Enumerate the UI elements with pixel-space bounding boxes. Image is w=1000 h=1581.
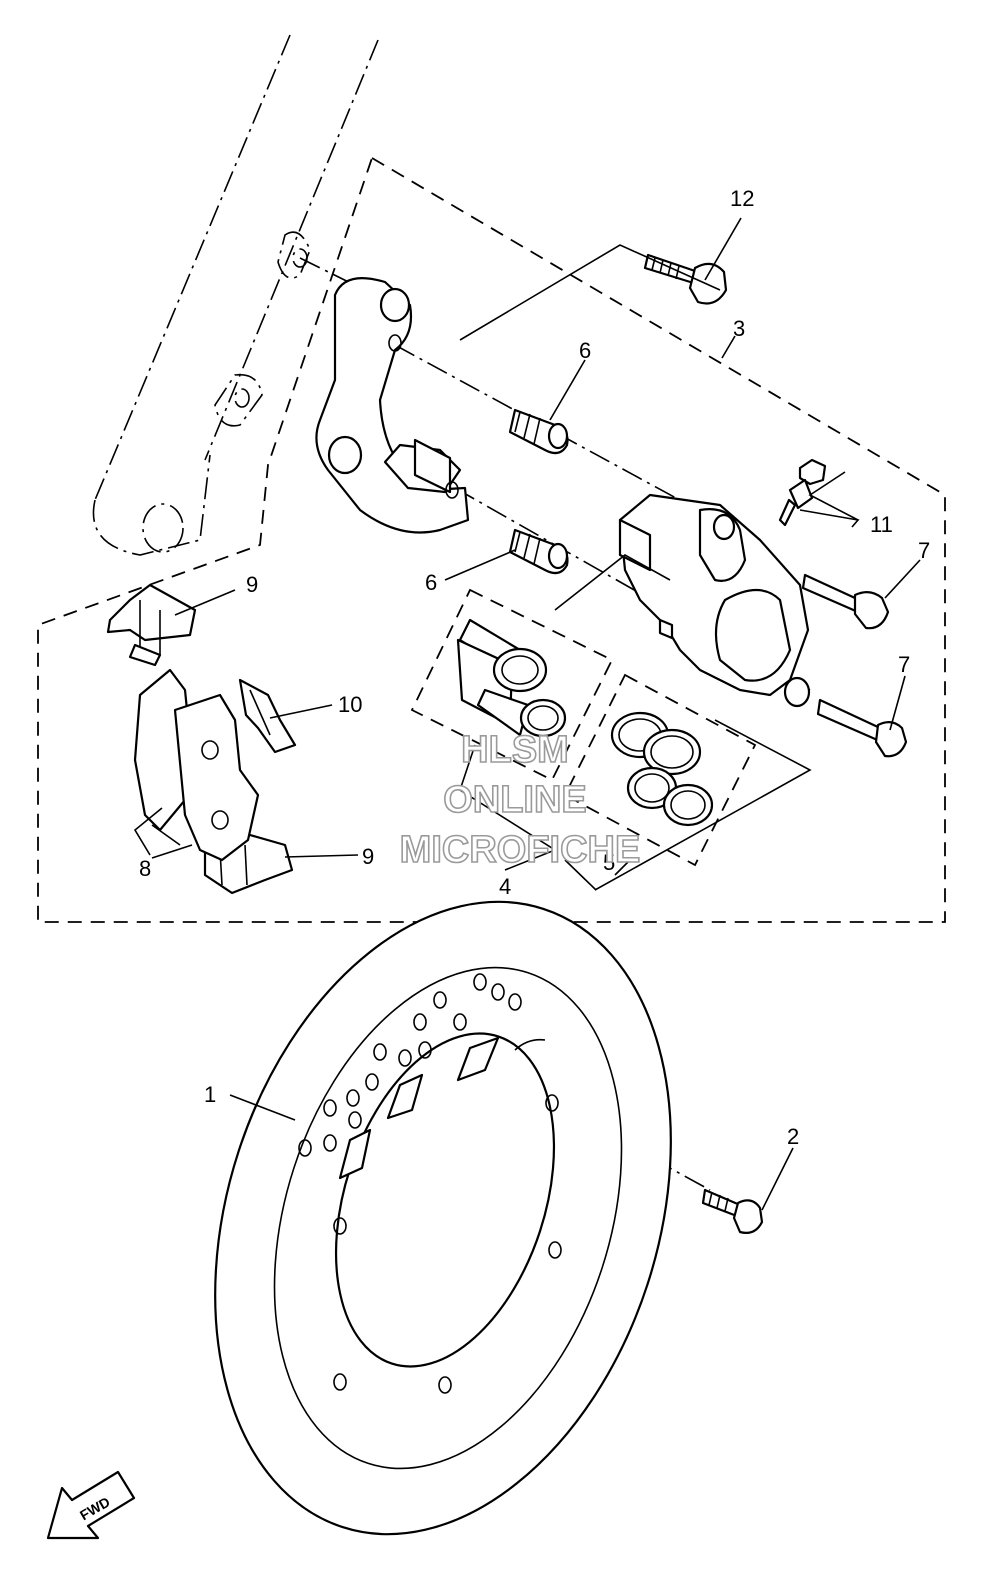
disc-hole [333, 1373, 347, 1391]
piston-seal-kit [563, 673, 757, 867]
pad-support-upper [106, 583, 197, 667]
slide-pin-boot-upper [508, 408, 569, 455]
callout-7-upper: 7 [918, 538, 930, 563]
callout-6-lower: 6 [425, 570, 437, 595]
disc-hole [491, 983, 505, 1001]
caliper-piston-set [410, 588, 614, 782]
disc-hole [333, 1217, 347, 1235]
callout-3: 3 [733, 316, 745, 341]
fork-leg [92, 34, 379, 556]
watermark-line-1: HLSM [461, 729, 569, 771]
watermark: HLSM ONLINE MICROFICHE [399, 728, 641, 872]
callout-2: 2 [787, 1124, 799, 1149]
disc-hole [323, 1134, 337, 1152]
watermark-line-3: MICROFICHE [400, 829, 641, 871]
brake-disc [214, 900, 672, 1536]
callout-9-lower: 9 [362, 844, 374, 869]
disc-hole [508, 993, 522, 1011]
pad-spring [238, 678, 297, 754]
caliper-bolt-upper [801, 573, 890, 630]
disc-bolt [701, 1188, 764, 1234]
callout-9-upper: 9 [246, 572, 258, 597]
callout-labels: 12 3 6 11 7 6 9 7 10 9 8 5 4 1 2 [139, 186, 930, 1149]
disc-hole [453, 1013, 467, 1031]
leader-lines [133, 217, 921, 1211]
callout-4: 4 [499, 874, 511, 899]
callout-11: 11 [870, 512, 893, 537]
forward-direction-arrow: FWD [46, 1470, 136, 1540]
disc-hole [373, 1043, 387, 1061]
slide-pin-boot-lower [508, 528, 569, 575]
callout-7-lower: 7 [898, 652, 910, 677]
callout-6-upper: 6 [579, 338, 591, 363]
disc-hole [548, 1241, 562, 1259]
caliper-assembly-boundary [37, 156, 946, 923]
disc-hole [433, 991, 447, 1009]
disc-hole [545, 1094, 559, 1112]
disc-hole [473, 973, 487, 991]
callout-10: 10 [338, 692, 362, 717]
disc-hole [413, 1013, 427, 1031]
disc-hole [323, 1099, 337, 1117]
disc-hole [365, 1073, 379, 1091]
callout-8: 8 [139, 856, 151, 881]
callout-1: 1 [204, 1082, 216, 1107]
disc-hole [298, 1139, 312, 1157]
caliper-body [618, 493, 811, 708]
disc-hole [438, 1376, 452, 1394]
brake-pad-set [133, 668, 260, 862]
disc-hole [348, 1111, 362, 1129]
caliper-bracket [315, 277, 470, 534]
caliper-bolt-lower [816, 698, 908, 758]
callout-5: 5 [603, 850, 615, 875]
disc-hole [418, 1041, 432, 1059]
disc-hole [346, 1089, 360, 1107]
callout-12: 12 [730, 186, 754, 211]
bleed-screw-set [778, 458, 827, 527]
watermark-line-2: ONLINE [443, 779, 587, 821]
disc-hole [398, 1049, 412, 1067]
